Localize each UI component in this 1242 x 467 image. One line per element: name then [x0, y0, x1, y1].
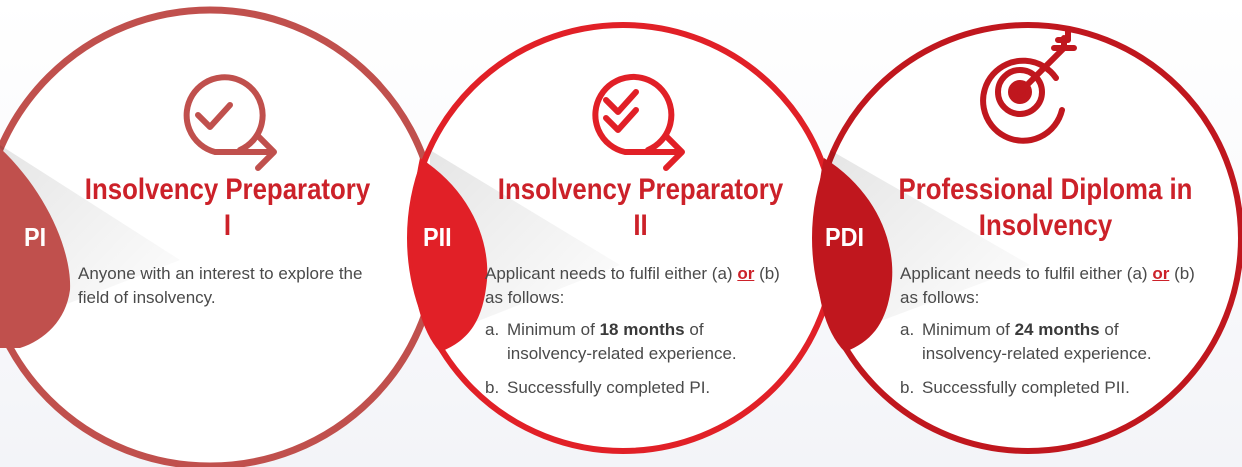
list-marker: a. — [485, 320, 500, 339]
side-tab-pdi — [816, 158, 893, 352]
badge-pii: PII — [423, 222, 452, 252]
clock-check-arrow-icon — [183, 74, 277, 171]
target-arrow-icon — [980, 27, 1077, 144]
list-item: a. Minimum of 24 months of insolvency-re… — [900, 318, 1200, 366]
intro-after: (b) as follows: — [900, 264, 1195, 307]
or-emphasis: or — [737, 264, 755, 283]
badge-pi: PI — [24, 222, 47, 252]
description-text: Anyone with an interest to explore the f… — [78, 264, 363, 307]
level-requirements: Applicant needs to fulfil either (a) or … — [485, 262, 785, 410]
level-requirements: Applicant needs to fulfil either (a) or … — [900, 262, 1200, 410]
level-title: Insolvency Preparatory I — [84, 173, 371, 242]
item-text: Successfully completed PI. — [507, 378, 711, 397]
badge-pdi: PDI — [825, 222, 865, 252]
level-title: Professional Diploma in Insolvency — [898, 173, 1193, 242]
circle-pdi — [812, 22, 1242, 454]
level-description: Anyone with an interest to explore the f… — [78, 262, 378, 310]
requirements-list: a. Minimum of 18 months of insolvency-re… — [485, 318, 785, 400]
item-duration: 24 months — [1014, 320, 1100, 339]
list-item: b. Successfully completed PI. — [485, 376, 785, 400]
or-emphasis: or — [1152, 264, 1170, 283]
list-marker: b. — [900, 378, 915, 397]
requirements-list: a. Minimum of 24 months of insolvency-re… — [900, 318, 1200, 400]
intro-before: Applicant needs to fulfil either (a) — [900, 264, 1148, 283]
list-item: a. Minimum of 18 months of insolvency-re… — [485, 318, 785, 366]
item-prefix: Minimum of — [922, 320, 1010, 339]
level-card-pi: Insolvency Preparatory I Anyone with an … — [0, 0, 420, 467]
side-tab-pii — [412, 158, 488, 352]
item-suffix: of insolvency-related experience. — [507, 320, 737, 363]
list-marker: b. — [485, 378, 500, 397]
side-tab-pi — [0, 148, 71, 348]
level-card-pii: Insolvency Preparatory II Applicant need… — [413, 0, 833, 467]
item-suffix: of insolvency-related experience. — [922, 320, 1152, 363]
intro-after: (b) as follows: — [485, 264, 780, 307]
list-marker: a. — [900, 320, 915, 339]
item-text: Successfully completed PII. — [922, 378, 1130, 397]
intro-before: Applicant needs to fulfil either (a) — [485, 264, 733, 283]
requirements-intro: Applicant needs to fulfil either (a) or … — [485, 262, 785, 310]
requirements-intro: Applicant needs to fulfil either (a) or … — [900, 262, 1200, 310]
level-title: Insolvency Preparatory II — [497, 173, 784, 242]
clock-double-check-arrow-icon — [592, 73, 685, 171]
list-item: b. Successfully completed PII. — [900, 376, 1200, 400]
item-prefix: Minimum of — [507, 320, 595, 339]
item-duration: 18 months — [599, 320, 685, 339]
level-card-pdi: Professional Diploma in Insolvency Appli… — [818, 0, 1238, 467]
